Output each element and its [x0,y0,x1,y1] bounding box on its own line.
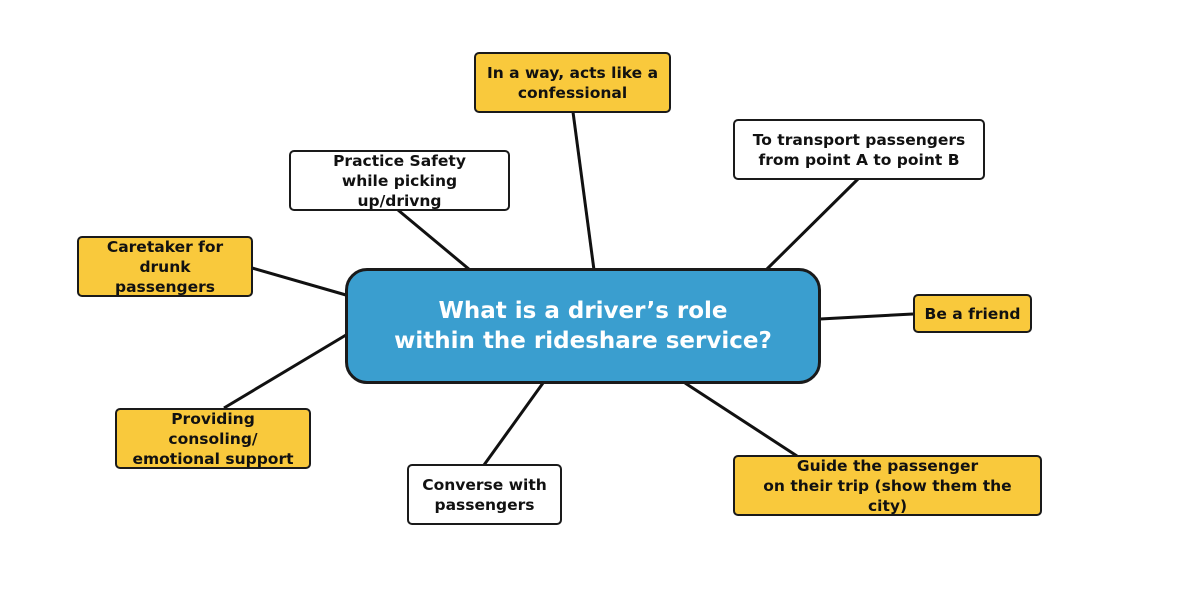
node-friend: Be a friend [913,294,1032,333]
connector-caretaker [251,266,347,297]
node-transport-text: To transport passengers from point A to … [752,130,966,169]
node-guide: Guide the passenger on their trip (show … [733,455,1042,516]
node-guide-text: Guide the passenger on their trip (show … [763,456,1012,515]
node-safety-text: Practice Safety while picking up/drivng [333,151,466,210]
node-safety: Practice Safety while picking up/drivng [289,150,510,211]
node-caretaker: Caretaker for drunk passengers [77,236,253,297]
node-confessional: In a way, acts like a confessional [474,52,671,113]
central-question-node: What is a driver’s role within the rides… [345,268,821,384]
node-consoling: Providing consoling/ emotional support [115,408,311,469]
central-question-text: What is a driver’s role within the rides… [394,298,772,354]
node-caretaker-text: Caretaker for drunk passengers [106,237,224,296]
node-confessional-text: In a way, acts like a confessional [486,63,659,102]
connector-confessional [571,111,596,271]
connector-safety [397,208,471,272]
node-converse-text: Converse with passengers [422,475,547,514]
node-converse: Converse with passengers [407,464,562,525]
connector-friend [819,312,914,321]
node-consoling-text: Providing consoling/ emotional support [132,409,294,468]
connector-converse [482,382,545,466]
node-transport: To transport passengers from point A to … [733,119,985,180]
connector-guide [684,381,798,458]
node-friend-text: Be a friend [924,304,1021,323]
connector-consoling [223,333,347,410]
connector-transport [764,177,860,272]
